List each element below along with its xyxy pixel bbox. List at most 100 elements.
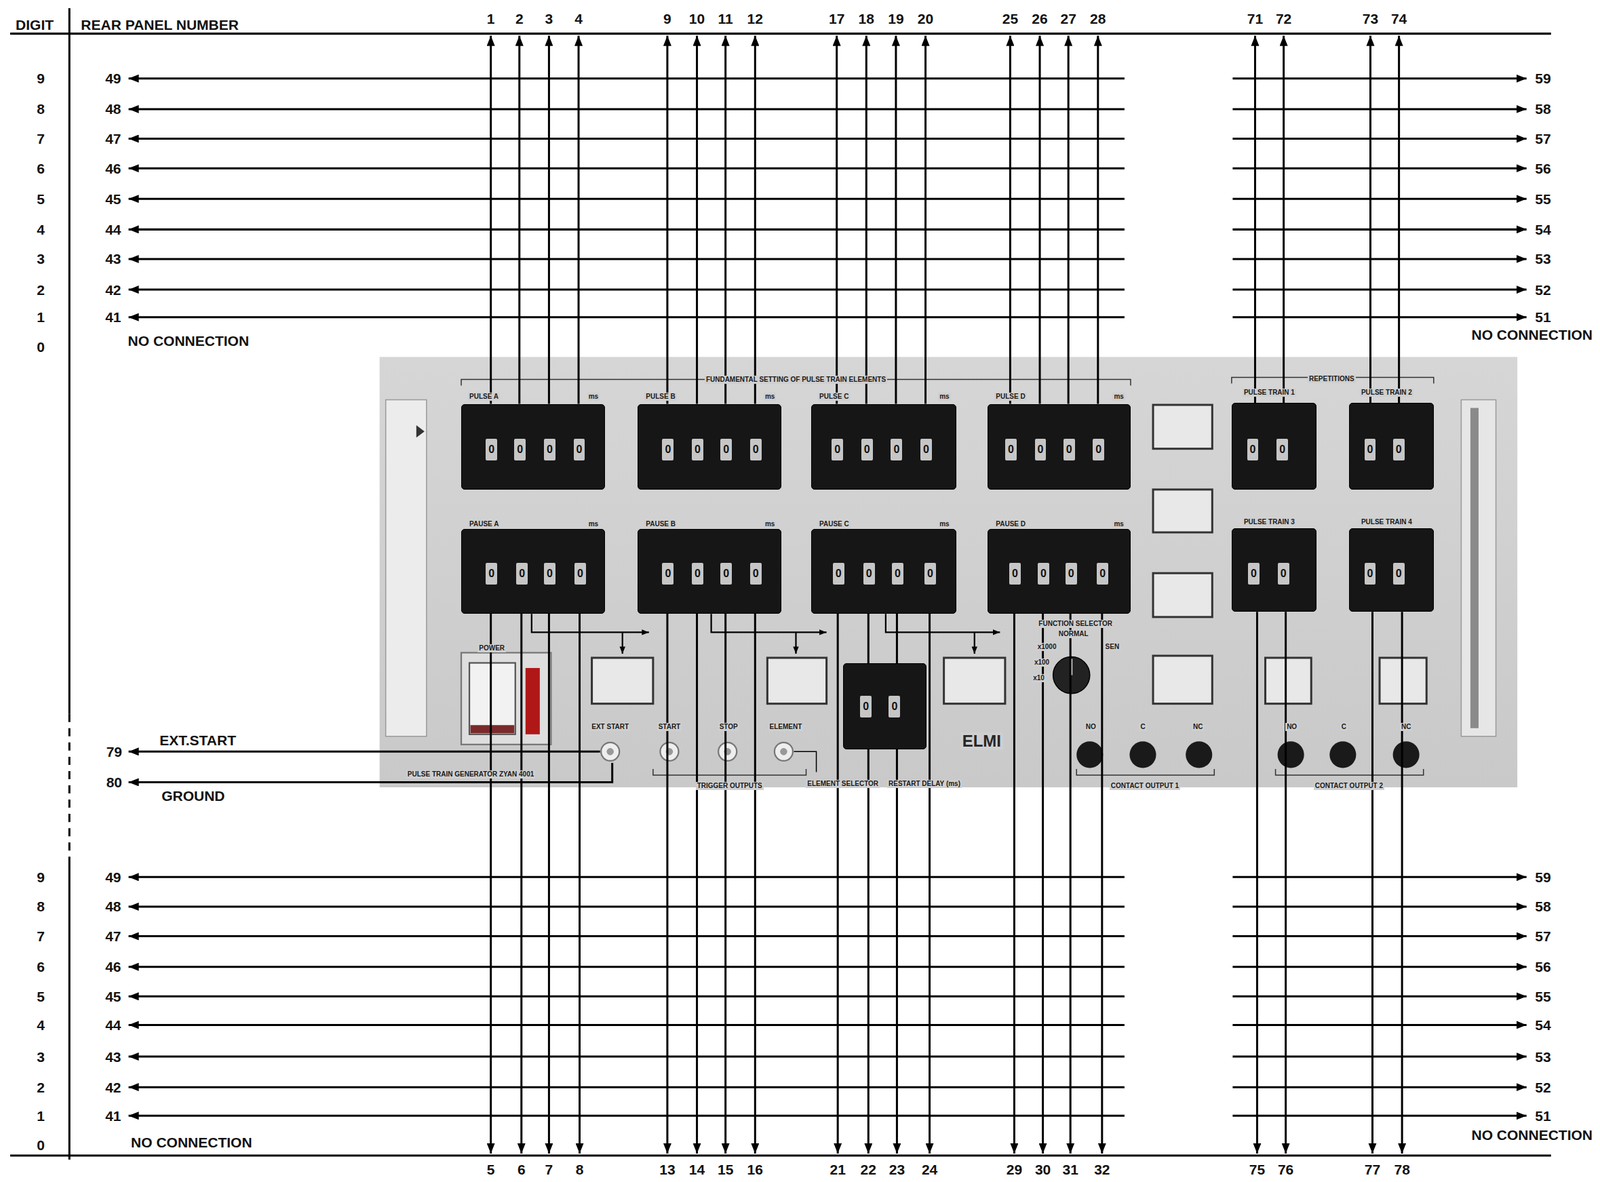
text-holder: TRIGGER OUTPUTS (695, 779, 764, 791)
element-selector-switch: 00 (843, 663, 927, 751)
pin-label: NO CONNECTION (1469, 1127, 1594, 1143)
text-holder: PULSE TRAIN 3 (1242, 515, 1297, 527)
digit-wire (1232, 876, 1527, 879)
text-holder: 0 (750, 438, 762, 461)
pin-label: 32 (1092, 1161, 1111, 1178)
text-holder: 7 (35, 130, 47, 147)
text-holder: 56 (1533, 959, 1552, 975)
wheel-digit: 0 (1276, 438, 1289, 461)
bnc-jack (774, 742, 793, 762)
thumbwheel-switch: PULSE Bms0000 (637, 404, 782, 490)
text-holder: STOP (718, 720, 740, 732)
panel-label: NO (1084, 723, 1098, 732)
text-holder: 28 (1088, 10, 1107, 27)
wheel-digit: 0 (1364, 562, 1377, 585)
pin-label: 53 (1533, 250, 1552, 267)
panel-label: ELEMENT SELECTOR (805, 779, 880, 789)
text-holder: PULSE TRAIN 4 (1359, 515, 1414, 527)
text-holder: PULSE C (817, 389, 850, 401)
pin-label: 0 (35, 1137, 47, 1154)
text-holder: 0 (1063, 438, 1076, 461)
bcd-wire (548, 35, 551, 405)
panel-lettering: ms (1112, 520, 1125, 529)
text-holder: DIGIT (14, 16, 55, 33)
pin-label: 56 (1533, 959, 1552, 975)
text-holder: 0 (861, 438, 873, 461)
panel-label: NC (1191, 723, 1204, 732)
text-holder: 27 (1058, 10, 1078, 27)
text-holder: 0 (891, 562, 904, 585)
pin-label: 3 (35, 1049, 47, 1065)
pin-label: 28 (1088, 10, 1107, 27)
wheel-digit: 0 (1063, 438, 1076, 461)
digit-wire (128, 316, 1125, 319)
bcd-wire (666, 611, 669, 1154)
pin-label: 2 (514, 10, 525, 27)
bcd-wire (1369, 35, 1372, 405)
thumbwheel-switch: PULSE TRAIN 400 (1349, 528, 1434, 612)
text-holder: 30 (1033, 1161, 1052, 1178)
text-holder: 0 (720, 438, 732, 461)
text-holder: 7 (543, 1161, 555, 1178)
pin-label: NO CONNECTION (126, 333, 251, 349)
text-holder: 77 (1363, 1161, 1382, 1178)
wheel-digit: 0 (720, 438, 732, 461)
jack-pin (606, 748, 614, 756)
text-holder: 21 (828, 1161, 847, 1178)
bcd-wire (489, 35, 492, 405)
panel-label: ELEMENT (768, 723, 804, 732)
pin-label: 4 (35, 1017, 47, 1033)
wheel-digit: 0 (1092, 438, 1105, 461)
panel-lettering: ms (763, 392, 776, 401)
wheel-digit: 0 (861, 438, 873, 461)
pin-label: 2 (35, 1079, 47, 1096)
bcd-wire (1067, 35, 1070, 405)
digit-wire (1232, 905, 1527, 908)
digit-wire (128, 1086, 1125, 1089)
text-holder: 73 (1361, 10, 1380, 27)
bcd-wire (1009, 35, 1012, 405)
pin-label: 74 (1389, 10, 1409, 27)
push-button (1265, 657, 1312, 705)
text-holder: 0 (573, 438, 586, 461)
digit-wire (1232, 935, 1527, 938)
text-holder: 47 (103, 130, 123, 147)
text-holder: 0 (35, 1137, 47, 1154)
pin-label: 6 (35, 160, 47, 177)
panel-lettering: PULSE D (994, 392, 1027, 401)
ext-start-wire (128, 750, 601, 753)
text-holder: 5 (485, 1161, 497, 1178)
text-holder: ms (1112, 517, 1125, 529)
text-holder: NC (1191, 720, 1204, 732)
text-holder: 4 (35, 221, 47, 238)
text-holder: 71 (1245, 10, 1265, 27)
bcd-wire (578, 611, 581, 1154)
sequence-arrow (621, 632, 624, 654)
text-holder: 22 (859, 1161, 878, 1178)
text-holder: 53 (1533, 250, 1552, 267)
text-holder: 0 (888, 695, 901, 718)
wheel-digit: 0 (888, 695, 901, 718)
panel-label: TRIGGER OUTPUTS (695, 782, 764, 791)
pin-label: 23 (887, 1161, 907, 1178)
text-holder: 10 (687, 10, 707, 27)
pin-label: 73 (1361, 10, 1380, 27)
pin-label: 7 (35, 928, 47, 945)
digit-wire (1232, 107, 1527, 110)
handle-mark (416, 425, 425, 438)
pin-label: 55 (1533, 191, 1552, 207)
text-holder: 80 (105, 774, 124, 791)
pin-label: 2 (35, 282, 47, 298)
pin-label: 71 (1245, 10, 1265, 27)
text-holder: REPETITIONS (1307, 372, 1356, 384)
pin-label: 43 (103, 250, 123, 267)
pin-label: 13 (657, 1161, 677, 1178)
pin-label: DIGIT (14, 16, 55, 33)
bcd-wire (1371, 611, 1374, 1154)
text-holder: 53 (1533, 1049, 1552, 1065)
text-holder: 12 (746, 10, 765, 27)
text-holder: 0 (661, 562, 674, 585)
panel-label: NO (1285, 723, 1299, 732)
wheel-digit: 0 (890, 438, 903, 461)
text-holder: FUNCTION SELECTOR (1037, 617, 1114, 629)
